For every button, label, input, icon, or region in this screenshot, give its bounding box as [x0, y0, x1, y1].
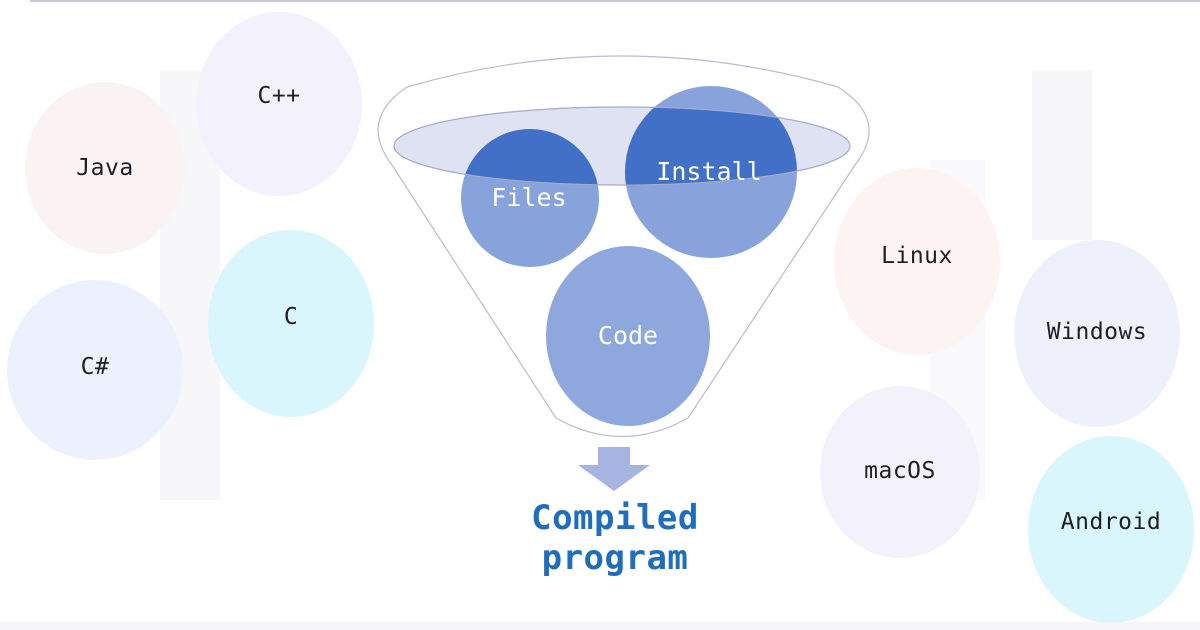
platform-bubble-macos: macOS [820, 386, 980, 558]
funnel-item-install-upper [625, 107, 797, 185]
language-label: C [283, 303, 299, 330]
background-decoration-right [1032, 70, 1092, 240]
language-label: C++ [257, 83, 301, 109]
down-arrow-icon [578, 447, 650, 491]
funnel-item-files-upper [461, 129, 599, 185]
language-bubble-c: C [208, 230, 374, 417]
funnel-item-label-code: Code [598, 321, 658, 350]
platform-bubble-linux: Linux [834, 168, 1000, 355]
language-bubble-cpp: C++ [196, 12, 362, 196]
platform-bubble-android: Android [1028, 436, 1194, 623]
language-label: Java [76, 155, 134, 181]
platform-label: Windows [1046, 318, 1148, 345]
result-line-2: program [541, 538, 689, 578]
language-bubble-java: Java [25, 82, 185, 254]
funnel-item-label-install: Install [656, 157, 761, 186]
platform-label: Android [1060, 508, 1162, 535]
language-bubble-csharp: C# [7, 280, 183, 460]
platform-label: macOS [864, 458, 936, 484]
top-divider [30, 0, 1200, 2]
platform-label: Linux [881, 242, 953, 269]
funnel-item-label-files: Files [491, 183, 566, 212]
funnel-rim-edge [393, 106, 851, 186]
result-line-1: Compiled [531, 498, 699, 538]
funnel-item-code [546, 246, 710, 426]
language-label: C# [80, 354, 110, 380]
platform-bubble-windows: Windows [1014, 240, 1180, 427]
compiled-program-label: Compiled program [500, 498, 730, 578]
bottom-band [0, 622, 1200, 630]
